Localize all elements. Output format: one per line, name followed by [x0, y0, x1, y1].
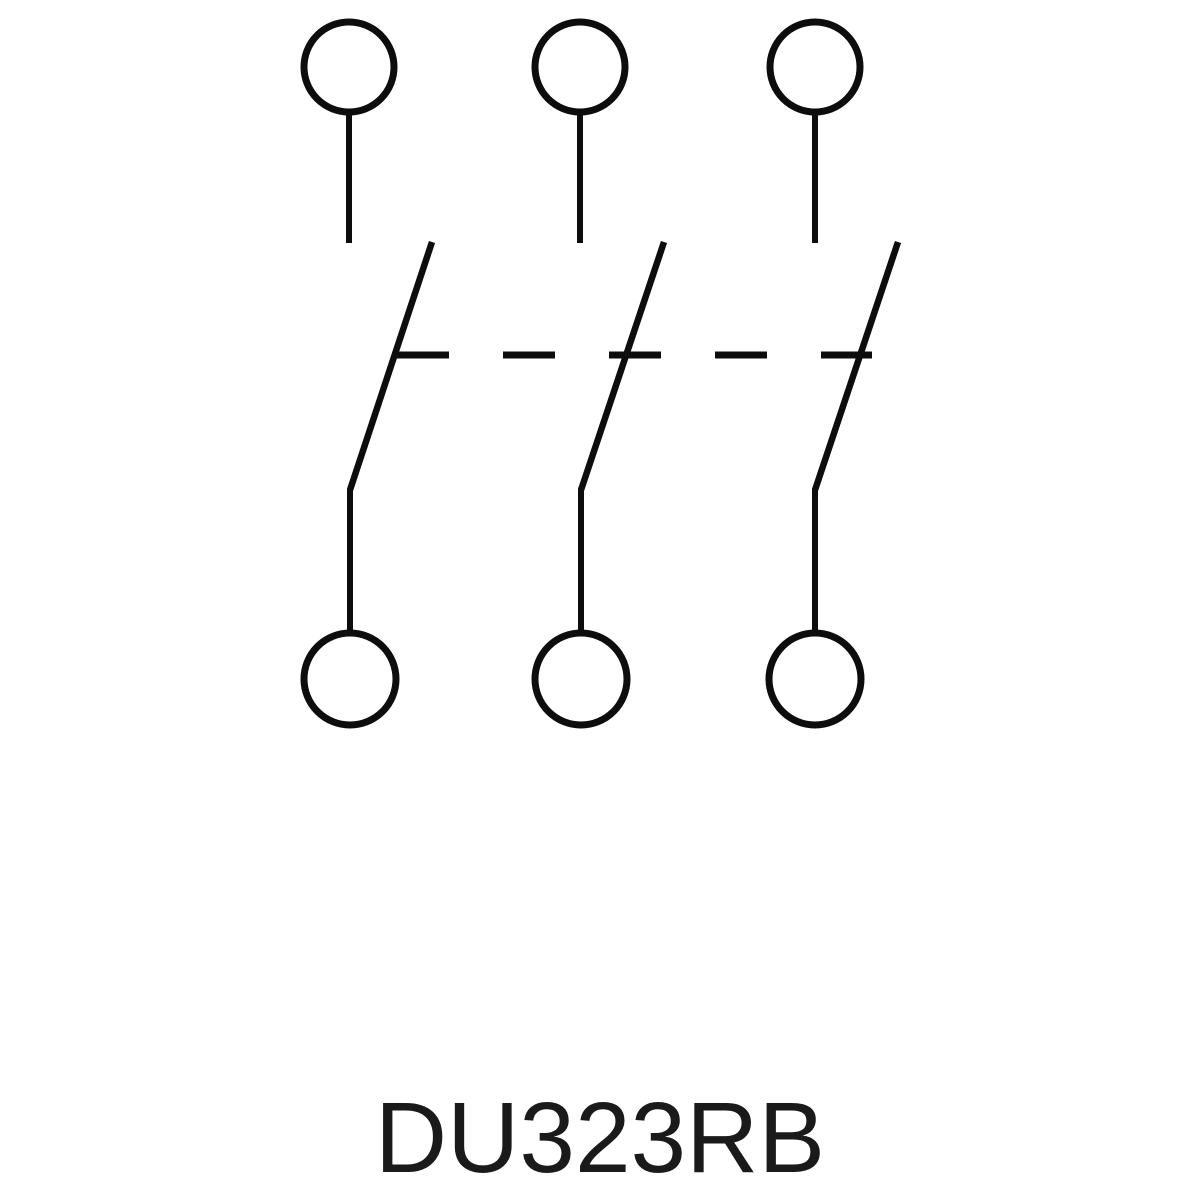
pole-1-group: [300, 18, 436, 729]
pole-1-top-terminal-circle: [300, 18, 398, 116]
pole-2-blade: [577, 240, 668, 492]
pole-1-blade: [346, 240, 436, 492]
pole-3-group: [765, 18, 902, 729]
pole-2-group: [531, 18, 668, 729]
pole-2-bottom-terminal-circle: [531, 629, 631, 729]
pole-1-bottom-terminal-circle: [300, 629, 400, 729]
part-number-label: DU323RB: [375, 1082, 825, 1194]
pole-3-top-terminal-circle: [766, 18, 864, 116]
pole-2-top-terminal-circle: [531, 18, 629, 116]
pole-3-bottom-terminal-circle: [765, 629, 865, 729]
pole-3-blade: [811, 240, 902, 492]
